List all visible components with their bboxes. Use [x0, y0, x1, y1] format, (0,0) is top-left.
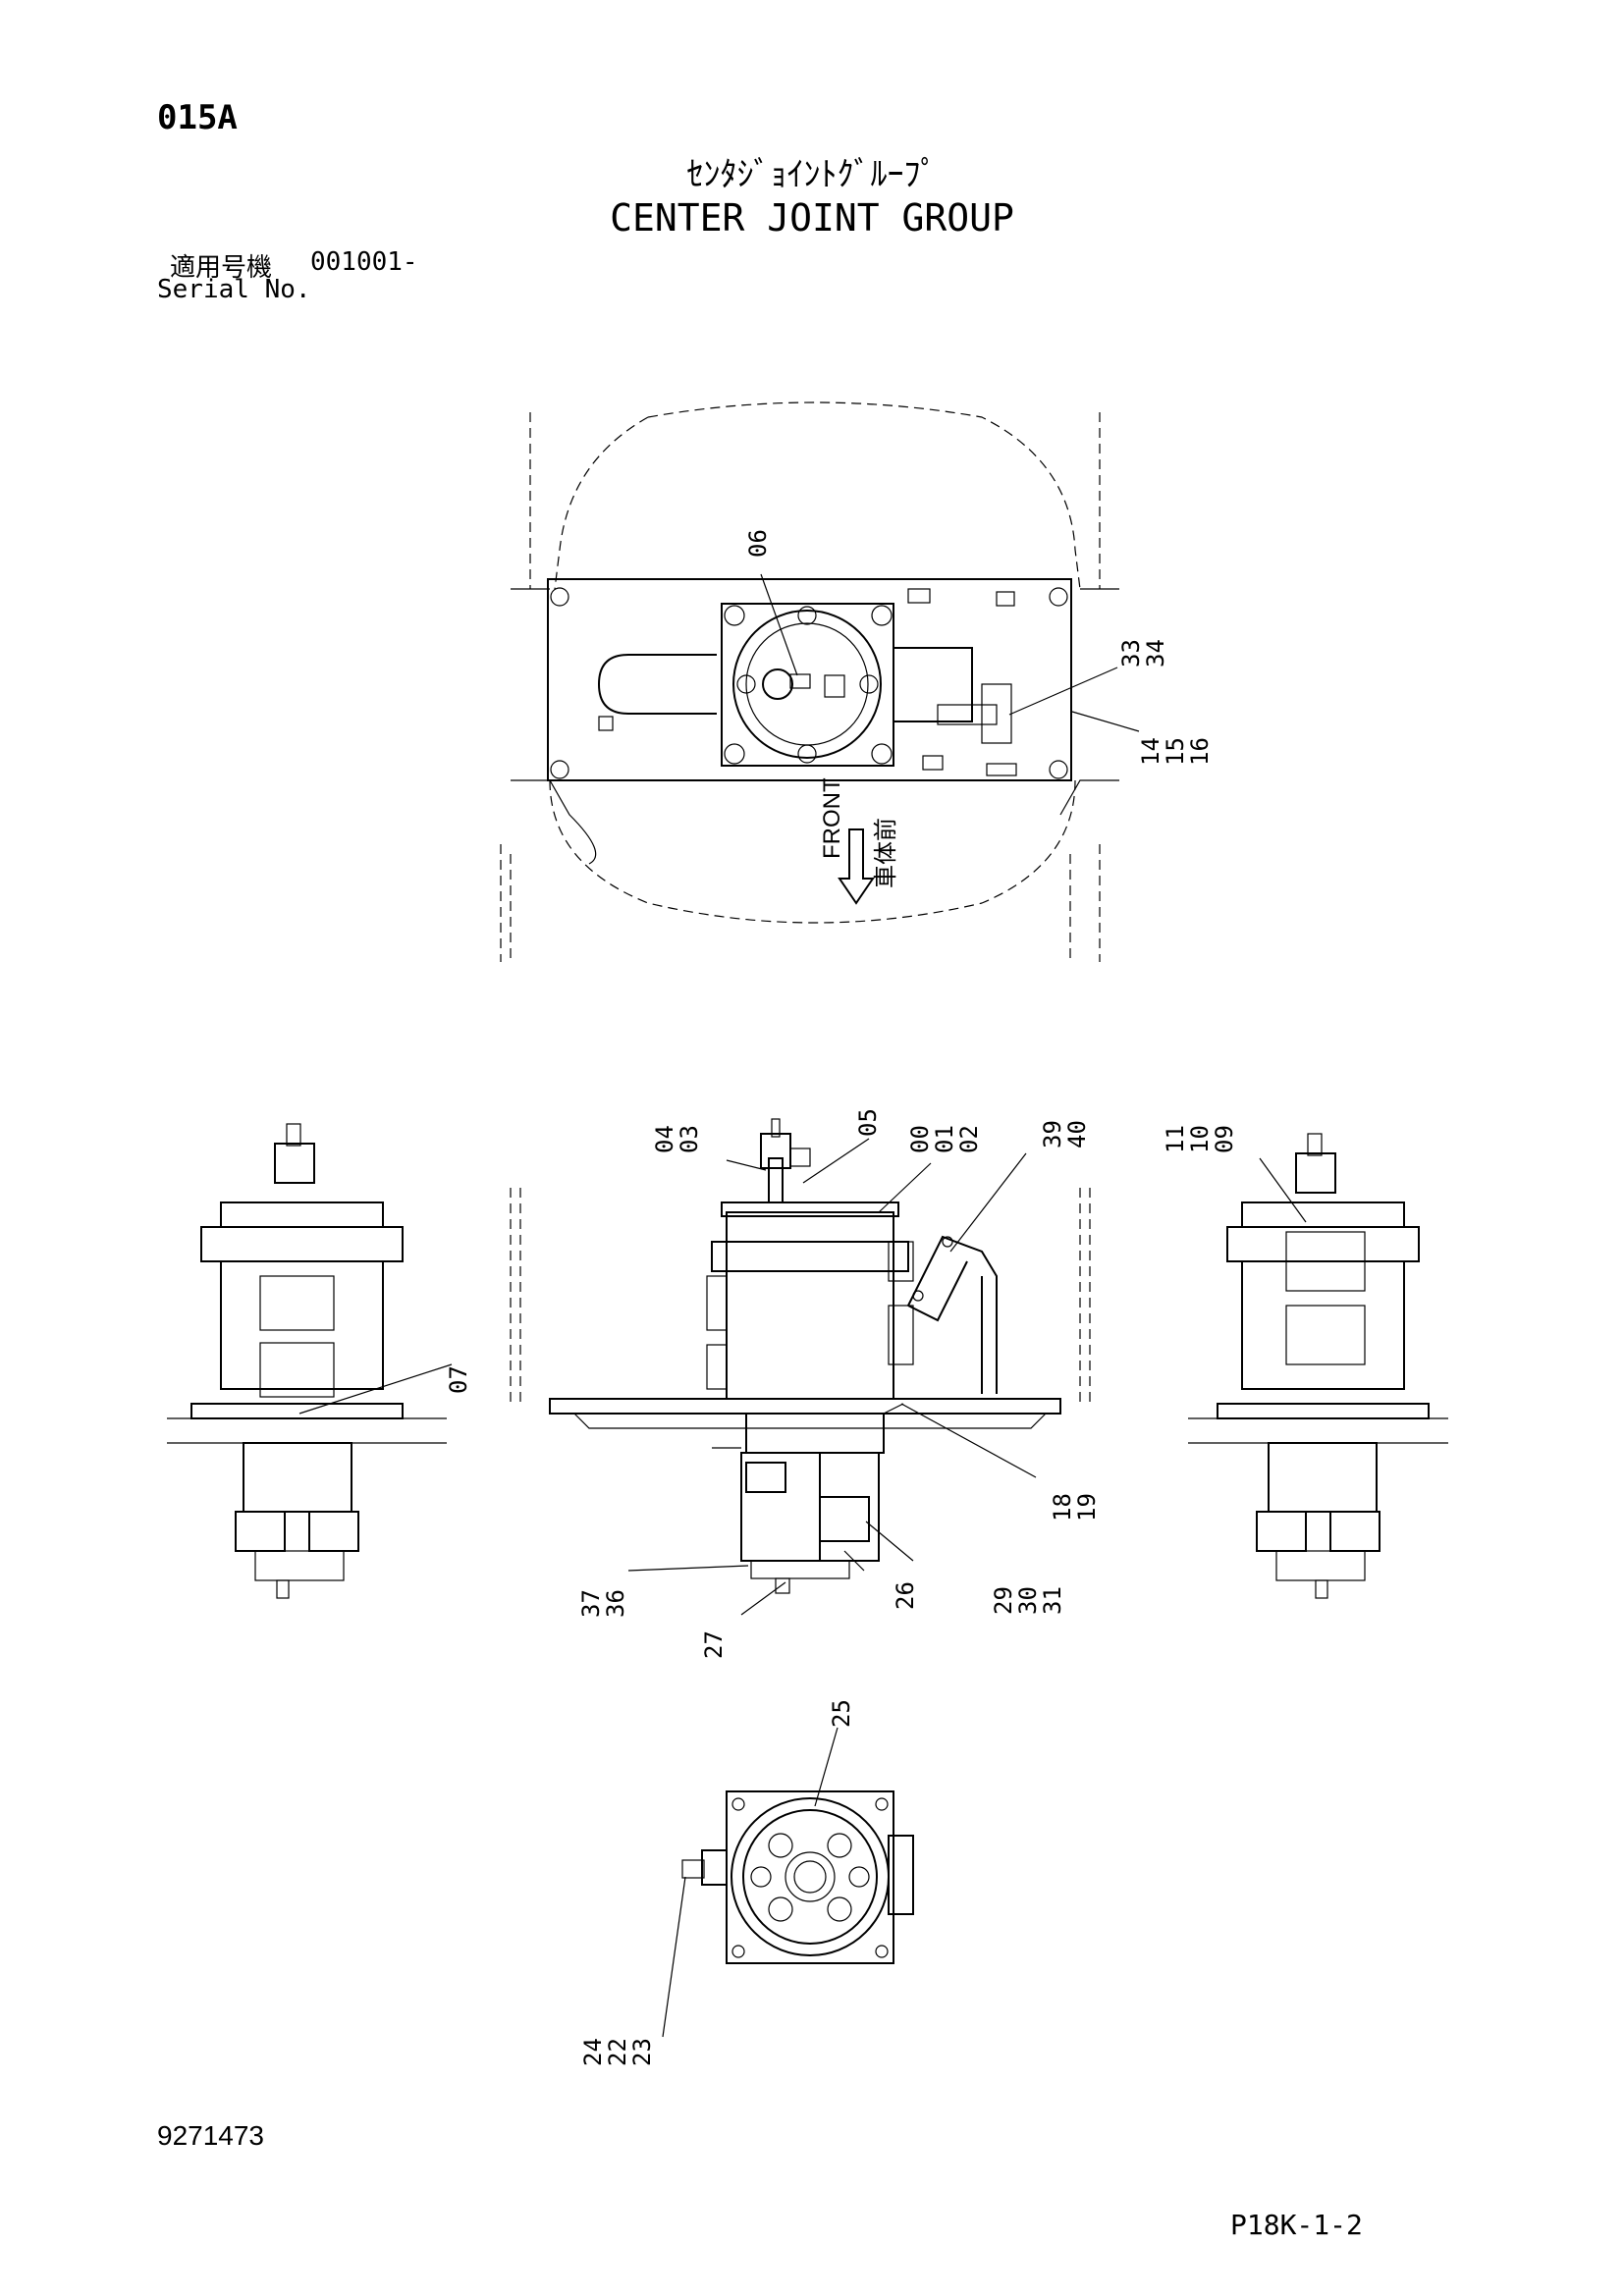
side-view-left [167, 1123, 453, 1599]
front-arrow-icon [838, 828, 875, 905]
page-reference: P18K-1-2 [1230, 2209, 1363, 2241]
joint-body [732, 610, 882, 759]
front-label-jp: 車体前 [873, 818, 899, 888]
pipe-right [893, 647, 973, 722]
callout-26: 26 [892, 1581, 919, 1610]
callout-06: 06 [744, 529, 772, 558]
title-japanese: ｾﾝﾀｼﾞｮｲﾝﾄｸﾞﾙｰﾌﾟ [686, 155, 938, 194]
lower-outline [549, 779, 1076, 924]
front-view [510, 1118, 1091, 1616]
callout-40: 40 [1063, 1120, 1091, 1148]
callout-29: 29 [990, 1586, 1017, 1615]
callout-09: 09 [1211, 1125, 1238, 1153]
bottom-view [662, 1727, 914, 2038]
callout-33: 33 [1117, 639, 1145, 667]
side-view-right [1188, 1133, 1448, 1599]
callout-11: 11 [1162, 1125, 1189, 1153]
callout-25: 25 [828, 1699, 855, 1728]
base-plate [547, 578, 1072, 781]
callout-30: 30 [1014, 1586, 1042, 1615]
callout-02: 02 [955, 1125, 983, 1153]
callout-23: 23 [628, 2038, 656, 2066]
callout-39: 39 [1039, 1120, 1066, 1148]
callout-18: 18 [1049, 1493, 1076, 1522]
callout-27: 27 [700, 1630, 728, 1659]
top-view [500, 401, 1140, 962]
upper-outline-left [554, 416, 649, 590]
document-number: 9271473 [157, 2120, 265, 2151]
title-english: CENTER JOINT GROUP [610, 196, 1014, 240]
front-base-plate [549, 1398, 1061, 1415]
page-code: 015A [157, 98, 238, 137]
front-joint-body [726, 1211, 894, 1400]
callout-07: 07 [445, 1365, 472, 1394]
left-joint-body [220, 1260, 384, 1390]
callout-00: 00 [906, 1125, 934, 1153]
callout-24: 24 [579, 2038, 607, 2066]
joint-flange [721, 603, 894, 767]
callout-03: 03 [676, 1125, 703, 1153]
callout-37: 37 [577, 1589, 605, 1618]
upper-outline [647, 401, 1081, 590]
callout-19: 19 [1073, 1493, 1101, 1522]
callout-34: 34 [1142, 639, 1169, 667]
serial-label-japanese: 適用号機 [170, 253, 273, 283]
pipe-left [597, 654, 717, 715]
bracket-arm [907, 1235, 998, 1394]
right-joint-body [1241, 1260, 1405, 1390]
callout-36: 36 [602, 1589, 629, 1618]
callout-15: 15 [1162, 737, 1189, 766]
front-label: FRONT [819, 777, 845, 859]
callout-04: 04 [651, 1125, 678, 1153]
callout-31: 31 [1039, 1586, 1066, 1615]
serial-label-english: Serial No. [157, 275, 311, 304]
callout-10: 10 [1186, 1125, 1214, 1153]
callout-05: 05 [854, 1108, 882, 1137]
callout-14: 14 [1137, 737, 1164, 766]
serial-value: 001001- [310, 247, 418, 277]
lower-block-left [740, 1452, 821, 1562]
callout-22: 22 [604, 2038, 631, 2066]
callout-16: 16 [1186, 737, 1214, 766]
swivel-fitting [762, 668, 793, 700]
callout-01: 01 [931, 1125, 958, 1153]
